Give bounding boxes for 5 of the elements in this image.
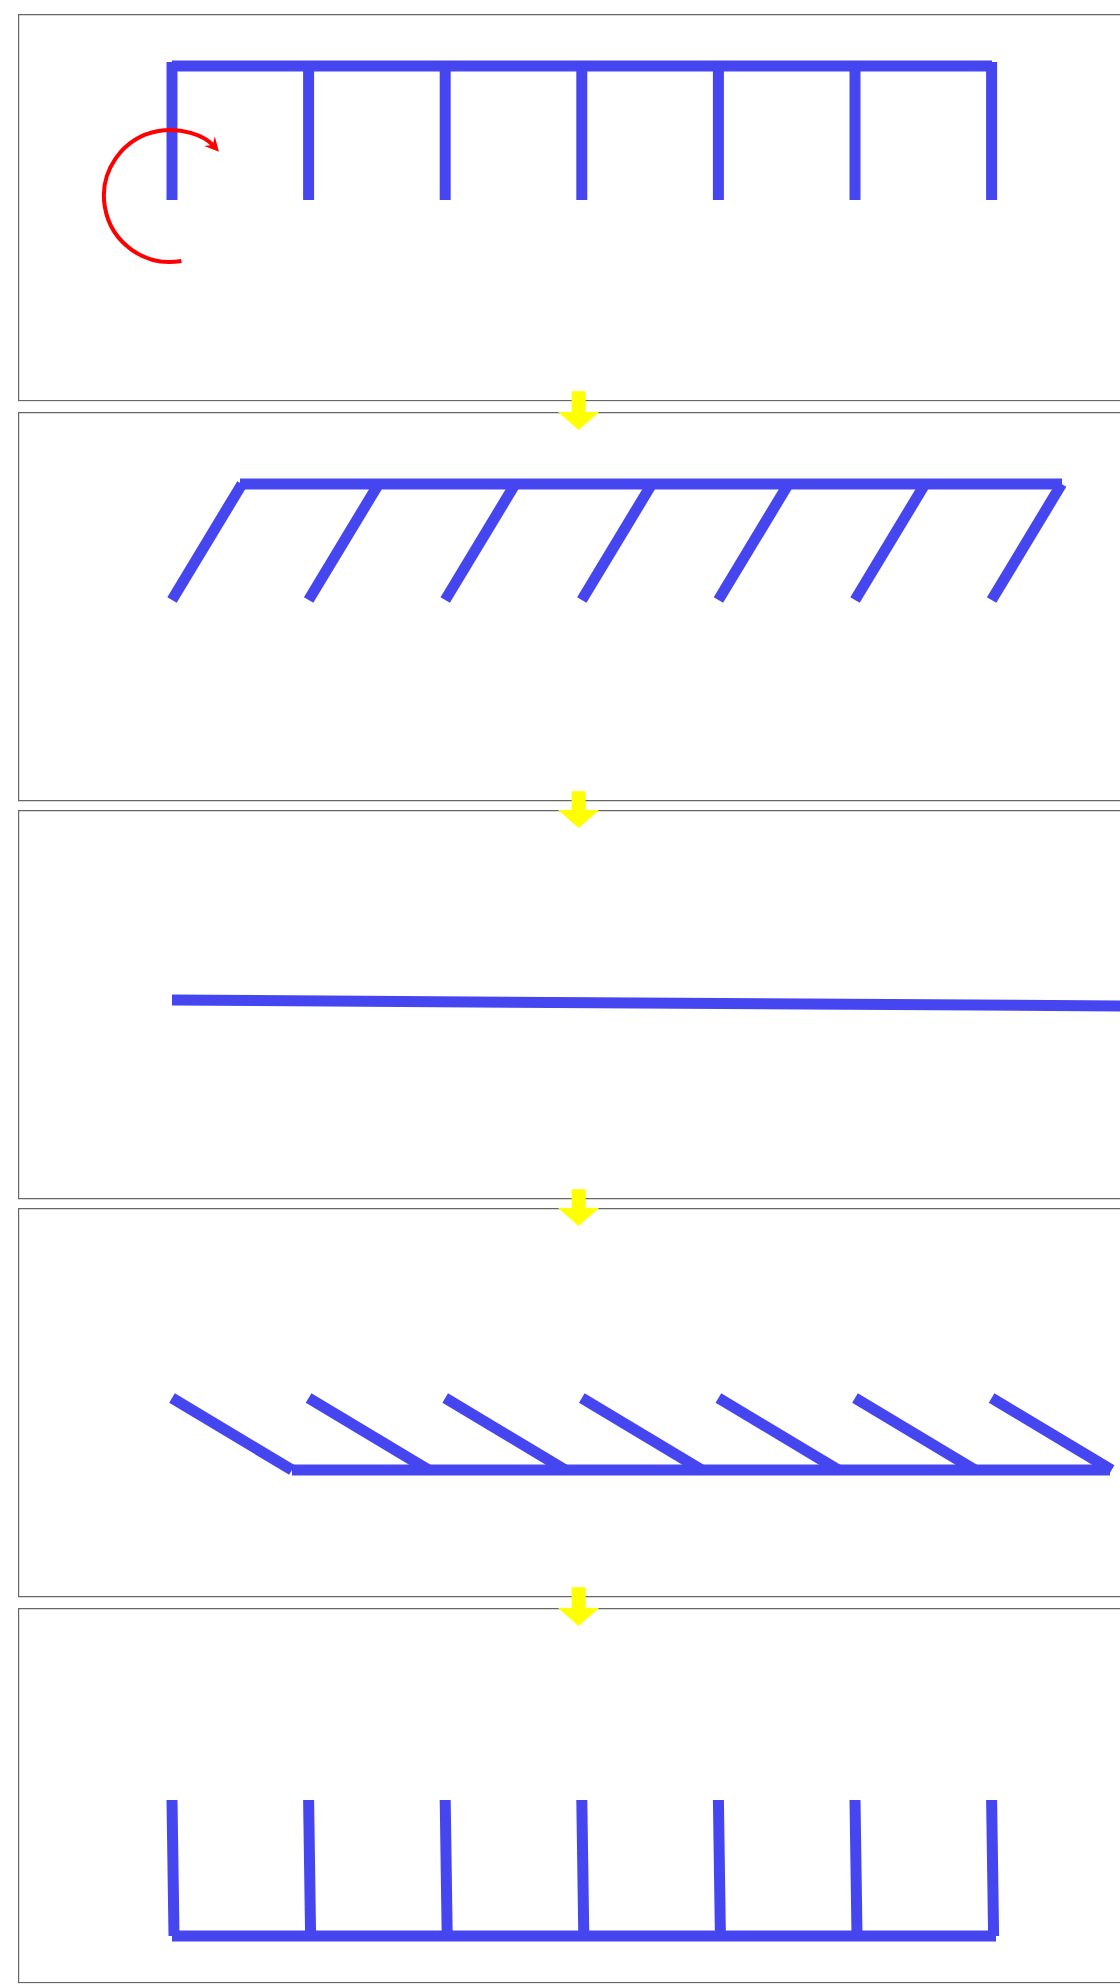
picture-panel: [18, 14, 1120, 402]
picture-panel: [18, 412, 1120, 802]
picture-panel: [18, 1208, 1120, 1598]
picture-panel: [18, 1608, 1120, 1984]
picture-panel: [18, 810, 1120, 1200]
